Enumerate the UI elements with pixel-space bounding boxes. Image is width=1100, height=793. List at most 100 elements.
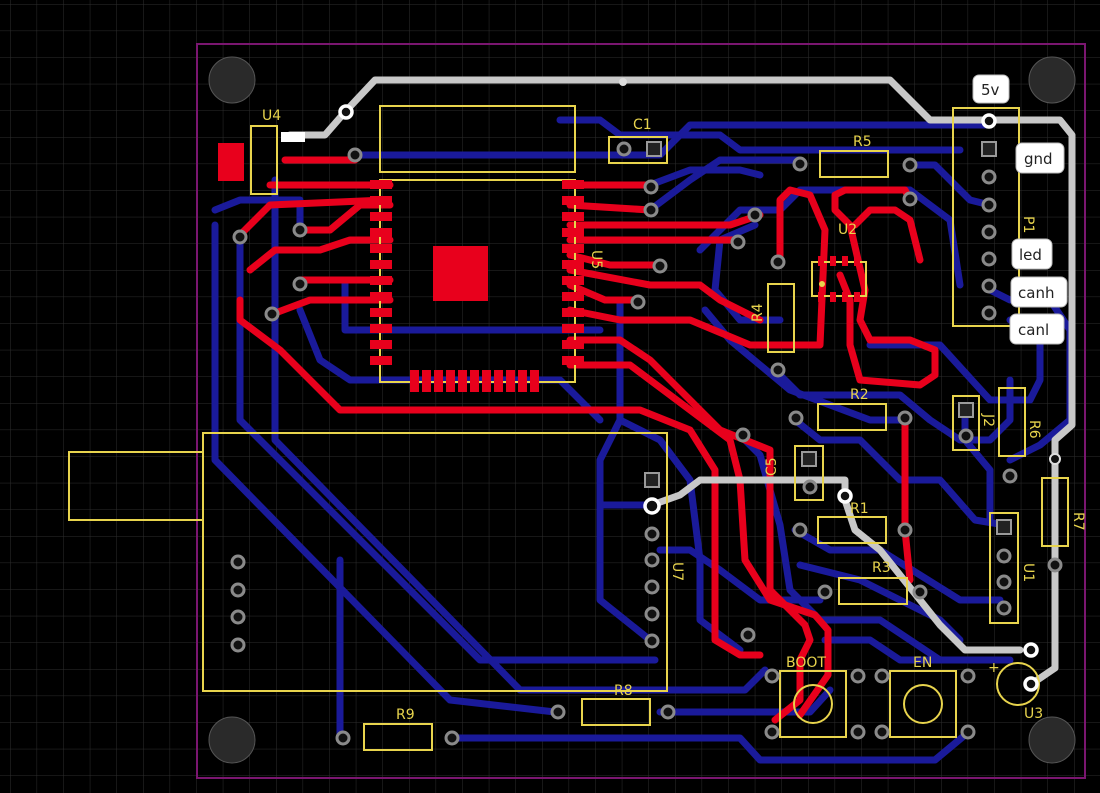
u1-outline: [989, 512, 1019, 624]
r8-outline: [581, 698, 651, 726]
boot-button-footprint[interactable]: BOOT: [779, 655, 847, 738]
r1-outline: [817, 516, 887, 544]
j2-outline: [952, 395, 980, 451]
c1-pad-square: [646, 141, 662, 157]
r6-label: R6: [1026, 420, 1042, 439]
net-label-gnd[interactable]: gnd: [1015, 142, 1065, 174]
p1-pad: [981, 278, 997, 294]
u7-footprint[interactable]: U7: [68, 432, 685, 692]
u3-outline: [996, 662, 1040, 706]
u2-footprint[interactable]: U2: [811, 222, 867, 302]
j2-label: J2: [980, 413, 996, 427]
p1-pad-square: [981, 141, 997, 157]
r5-footprint[interactable]: R5: [819, 134, 889, 178]
power-vias: [338, 78, 1061, 692]
r2-label: R2: [850, 387, 869, 403]
r6-footprint[interactable]: R6: [998, 387, 1042, 457]
u7-pad-square: [644, 472, 660, 488]
r9-outline: [363, 723, 433, 751]
net-label-led[interactable]: led: [1011, 238, 1053, 270]
mounting-hole: [1028, 56, 1076, 104]
mounting-hole: [208, 716, 256, 764]
silkscreen-layer: U4: [68, 105, 1086, 751]
net-label-canh[interactable]: canh: [1010, 276, 1068, 308]
u7-pad: [644, 579, 660, 595]
c5-footprint[interactable]: C5: [764, 445, 824, 501]
r7-outline: [1041, 477, 1069, 547]
p1-label: P1: [1020, 216, 1036, 233]
j2-footprint[interactable]: J2: [952, 395, 996, 451]
u5-left-pads: [370, 180, 392, 365]
p1-outline: [952, 107, 1020, 327]
u5-antenna-outline: [379, 105, 576, 173]
r3-footprint[interactable]: R3: [838, 560, 908, 605]
en-outline: [889, 670, 957, 738]
vias: [232, 147, 1063, 746]
mounting-holes: [208, 56, 1076, 764]
boot-label: BOOT: [786, 655, 826, 671]
u5-bottom-pads: [410, 370, 539, 392]
p1-pad: [981, 305, 997, 321]
r1-label: R1: [850, 501, 869, 517]
c5-pad-square: [801, 451, 817, 467]
r1-footprint[interactable]: R1: [817, 501, 887, 544]
r2-outline: [817, 403, 887, 431]
mounting-hole: [1028, 716, 1076, 764]
u7-outline: [202, 432, 668, 692]
u7-pad: [230, 582, 246, 598]
net-label-canl-text: canl: [1018, 321, 1049, 339]
mounting-hole: [208, 56, 256, 104]
r9-label: R9: [396, 707, 415, 723]
boot-actuator: [793, 684, 833, 724]
u2-label: U2: [838, 222, 857, 238]
c5-label: C5: [764, 457, 780, 476]
p1-pad: [981, 169, 997, 185]
c1-footprint[interactable]: C1: [608, 117, 668, 164]
u5-thermal-pad: [433, 246, 488, 301]
u7-pad: [230, 554, 246, 570]
r8-footprint[interactable]: R8: [581, 683, 651, 726]
u4-outline: [250, 125, 278, 195]
p1-pad: [981, 224, 997, 240]
u7-pad: [644, 526, 660, 542]
u3-polarity: +: [988, 660, 1000, 676]
net-label-canl[interactable]: canl: [1009, 313, 1065, 345]
net-label-5v[interactable]: 5v: [972, 74, 1010, 104]
u1-label: U1: [1020, 563, 1036, 582]
r3-label: R3: [872, 560, 891, 576]
j2-pad: [958, 428, 974, 444]
u1-pad: [996, 548, 1012, 564]
j2-pad-square: [958, 402, 974, 418]
u7-label: U7: [669, 562, 685, 581]
c1-pad: [616, 141, 632, 157]
r6-outline: [998, 387, 1026, 457]
r9-footprint[interactable]: R9: [363, 707, 433, 751]
u4-pad: [218, 143, 244, 181]
r4-footprint[interactable]: R4: [750, 283, 795, 353]
u1-pad: [996, 574, 1012, 590]
r2-footprint[interactable]: R2: [817, 387, 887, 431]
p1-footprint[interactable]: P1: [952, 107, 1036, 327]
u5-right-pads: [562, 180, 584, 365]
u4-footprint[interactable]: U4: [218, 108, 305, 195]
p1-pad: [981, 197, 997, 213]
u7-pad: [230, 609, 246, 625]
net-label-5v-text: 5v: [981, 81, 1000, 99]
r8-label: R8: [614, 683, 633, 699]
en-actuator: [903, 684, 943, 724]
r4-outline: [767, 283, 795, 353]
u3-footprint[interactable]: + U3: [988, 660, 1043, 722]
u1-footprint[interactable]: U1: [989, 512, 1036, 624]
r7-footprint[interactable]: R7: [1041, 477, 1086, 547]
u7-pad: [230, 637, 246, 653]
c1-label: C1: [633, 117, 652, 133]
en-button-footprint[interactable]: EN: [889, 655, 957, 738]
net-label-canh-text: canh: [1018, 284, 1054, 302]
u2-pin1-marker: [819, 281, 825, 287]
u5-footprint[interactable]: U5: [370, 179, 604, 392]
r7-label: R7: [1070, 512, 1086, 531]
r4-label: R4: [750, 303, 766, 322]
en-label: EN: [913, 655, 932, 671]
top-copper-traces: [236, 156, 939, 724]
